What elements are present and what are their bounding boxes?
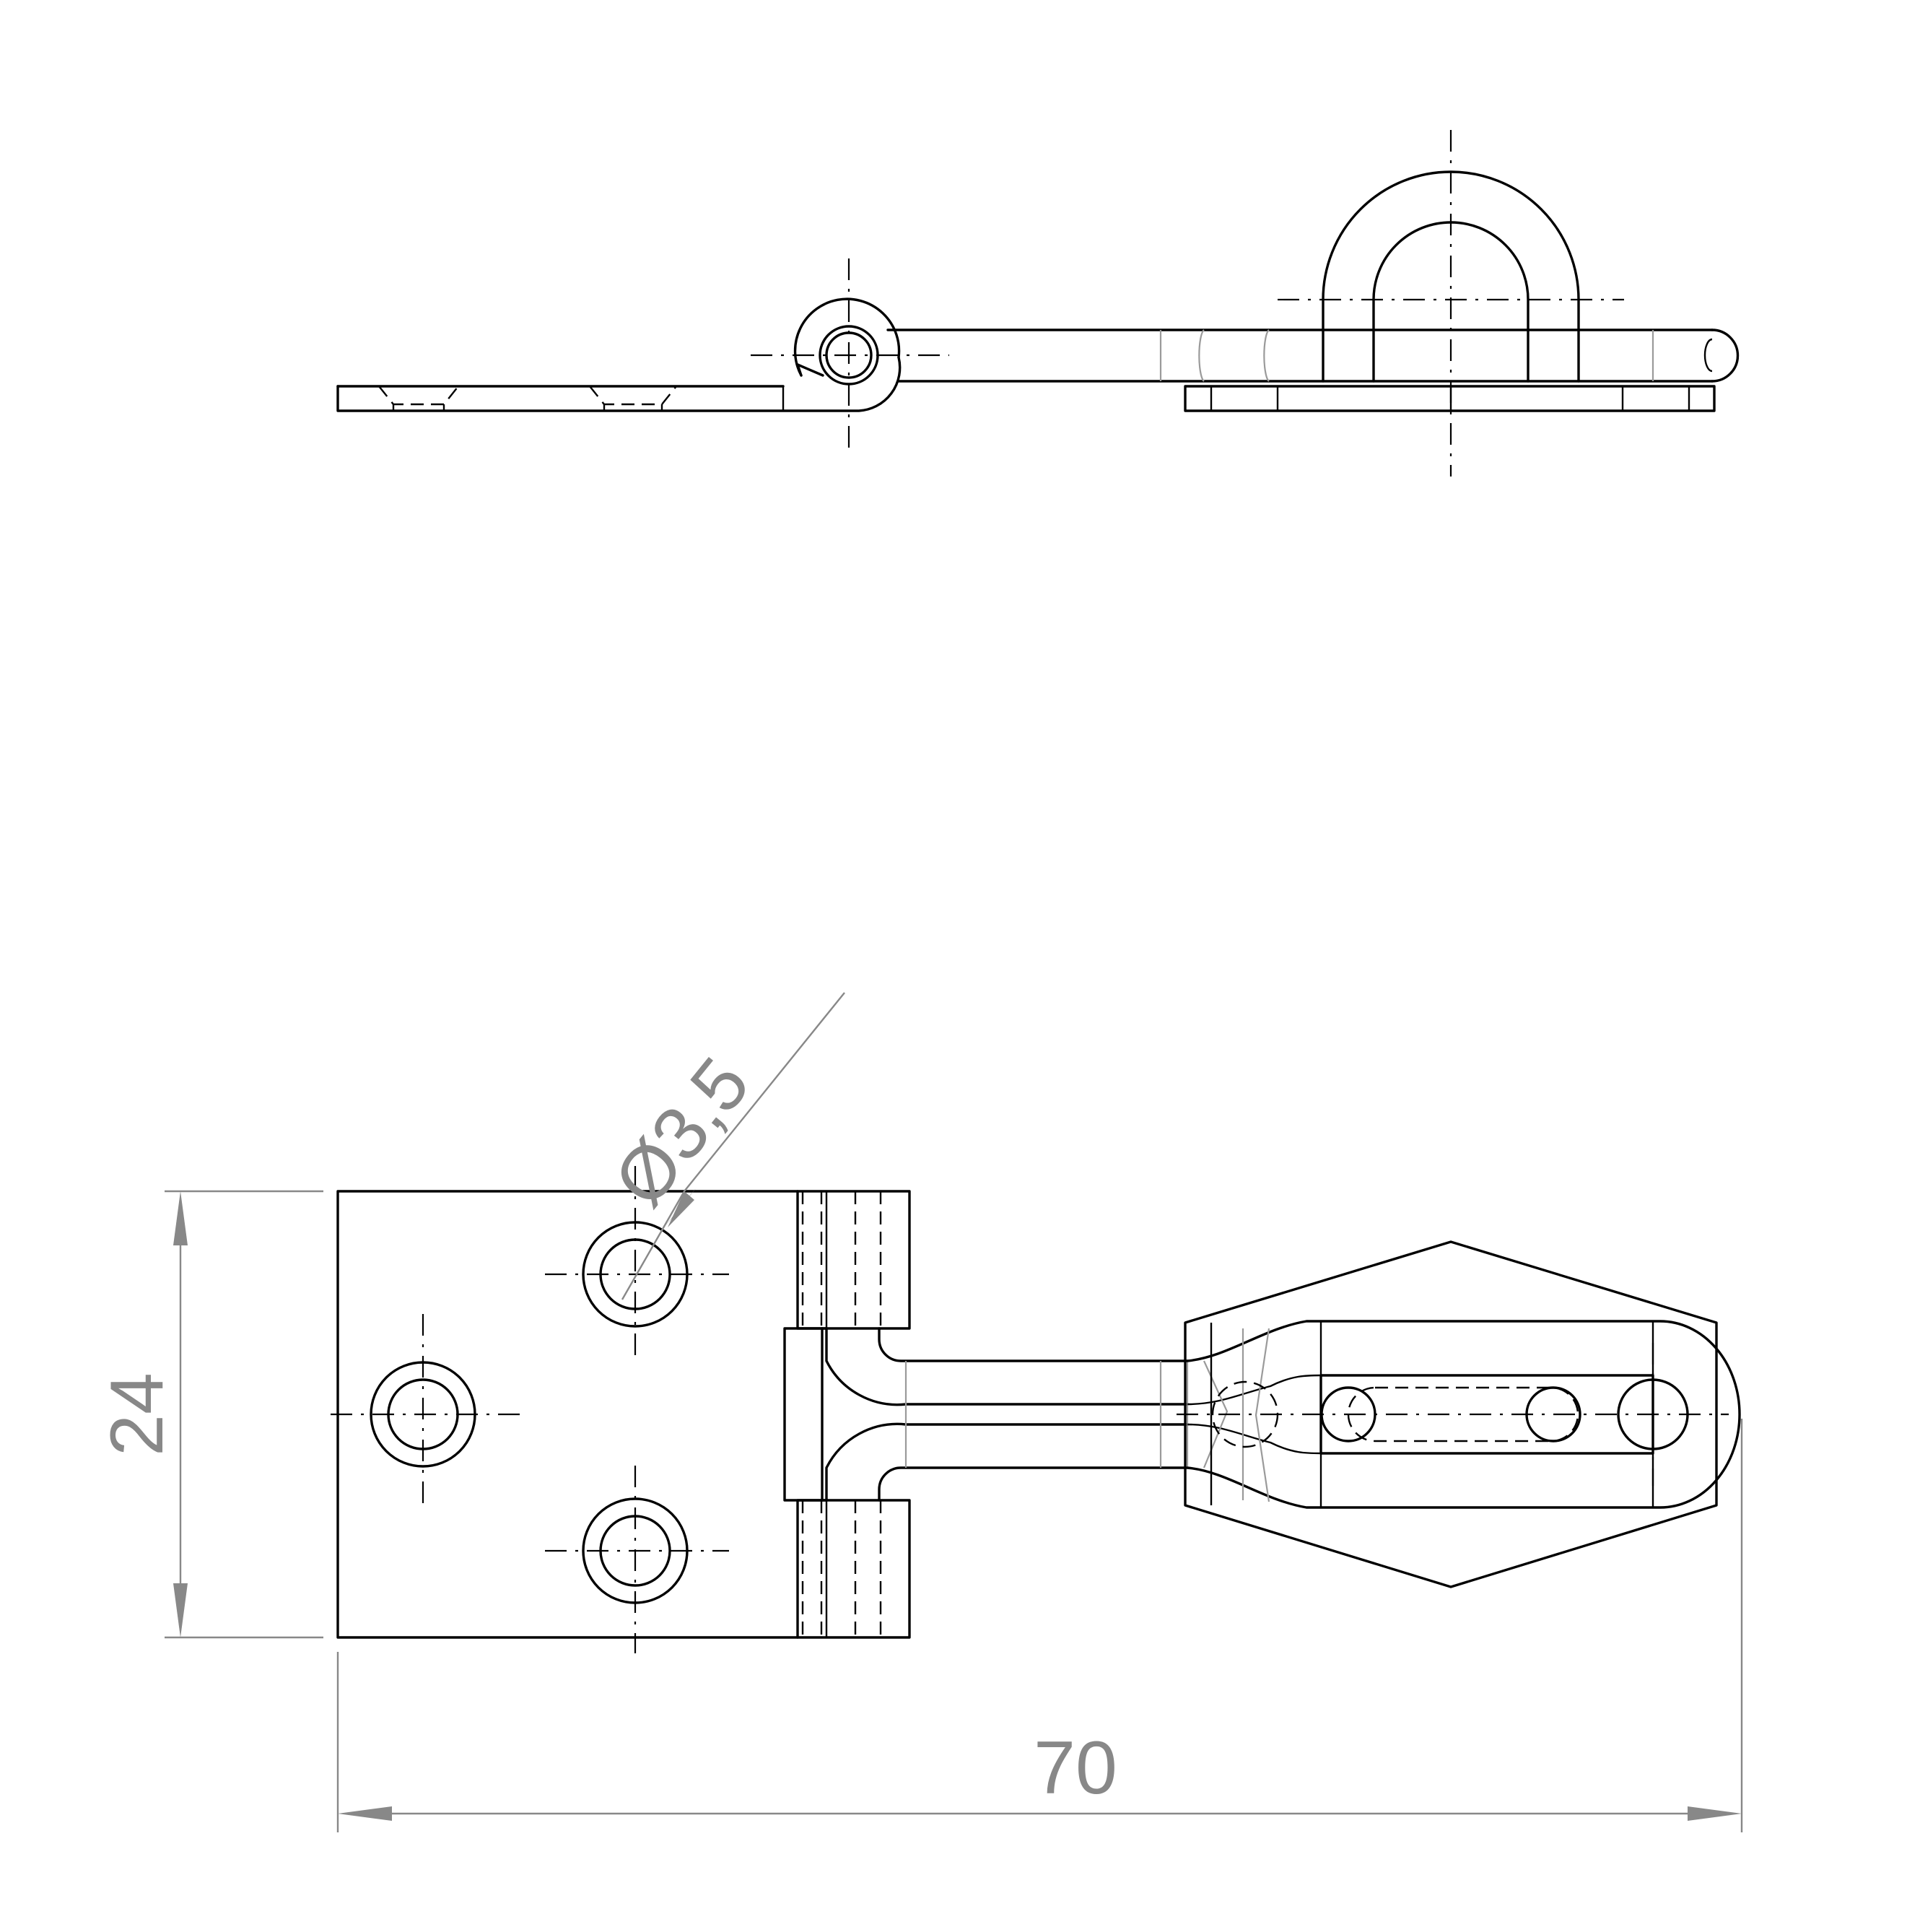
plan-view-leaf-plate	[336, 1190, 799, 1639]
side-view-staple-loop	[1278, 130, 1624, 477]
width-arrow-left	[338, 1806, 392, 1821]
height-dimension: 24	[95, 1190, 323, 1639]
plan-view	[331, 1166, 1741, 1653]
plan-view-screw-hole-bottom	[545, 1466, 729, 1653]
side-view	[336, 130, 1740, 477]
side-view-staple-plate	[1184, 385, 1716, 412]
dimensions: 24 70 Ø3,5	[95, 992, 1743, 1832]
plan-view-lower-knuckle	[796, 1499, 911, 1639]
width-dimension: 70	[336, 1419, 1743, 1832]
height-arrow-top	[173, 1191, 188, 1245]
side-view-leaf-plate	[336, 356, 902, 412]
plan-view-screw-hole-left	[331, 1314, 520, 1509]
hole-diameter-label: Ø3,5	[598, 1043, 766, 1222]
width-dimension-label: 70	[1034, 1726, 1117, 1810]
height-arrow-bottom	[173, 1583, 188, 1637]
plan-view-staple-loop	[1177, 1321, 1729, 1507]
hole-diameter-arrow	[668, 1191, 694, 1227]
side-view-knuckle	[751, 258, 949, 455]
plan-view-upper-knuckle	[796, 1190, 911, 1330]
side-view-hasp-arm	[886, 328, 1740, 383]
height-dimension-label: 24	[95, 1372, 179, 1456]
plan-view-staple-plate	[1184, 1240, 1718, 1588]
width-arrow-right	[1688, 1806, 1742, 1821]
plan-view-screw-hole-top	[545, 1166, 729, 1357]
